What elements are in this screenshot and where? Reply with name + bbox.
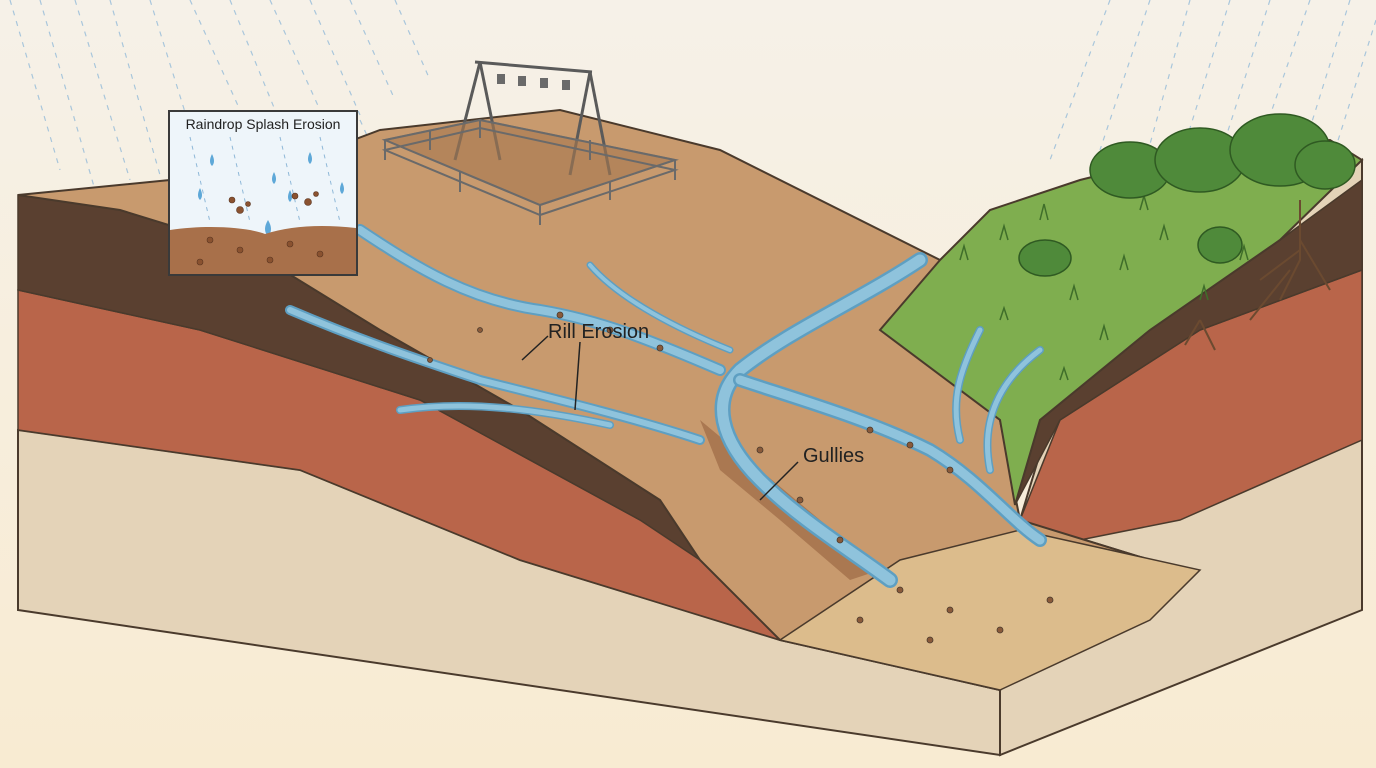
gully-channels [714,252,1047,588]
tree-roots [1184,200,1331,351]
grass-tufts [959,193,1249,381]
soil-particles [196,191,324,266]
raindrop-icons [198,152,344,236]
rill-erosion-label: Rill Erosion [548,321,649,343]
splash-illustration [170,112,356,274]
rill-leader-line-2 [574,341,581,411]
gullies-label: Gullies [803,445,864,467]
fenced-plot [381,118,679,225]
gullies-leader-line [759,461,799,501]
rill-channels [285,224,734,445]
rill-leader-line-1 [521,335,549,361]
grassy-hillside [878,138,1364,506]
raindrop-splash-inset: Raindrop Splash Erosion [168,110,358,276]
shrubs [1018,113,1356,277]
gullies-callout: Gullies [759,445,864,501]
sprinkler-heads [497,74,570,90]
inset-title: Raindrop Splash Erosion [185,116,341,132]
rill-erosion-callout: Rill Erosion [521,321,649,411]
